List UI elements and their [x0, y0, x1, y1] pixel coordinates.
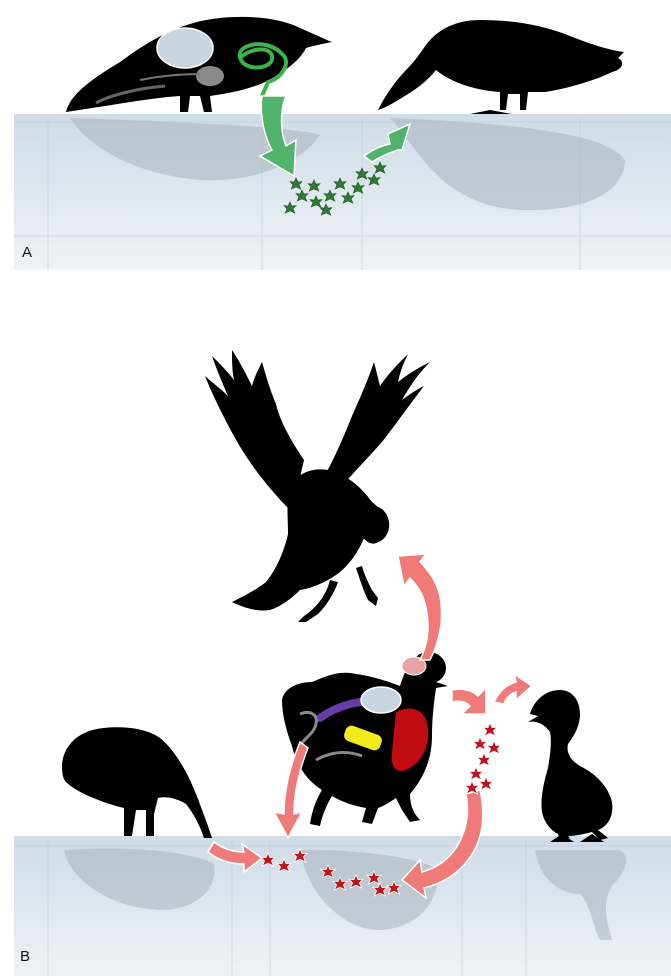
fecal-shedding-arrow-left [274, 742, 308, 838]
panel-label-a: A [22, 244, 32, 261]
respiratory-shedding-arrow-2 [494, 674, 532, 704]
standing-duck-silhouette [528, 690, 612, 842]
air-sac-organ [157, 28, 213, 68]
eagle-silhouette [205, 350, 430, 622]
panel-a-diagram [0, 0, 671, 270]
respiratory-shedding-arrow-1 [452, 688, 486, 714]
grazing-goose-silhouette [66, 17, 332, 112]
infected-duck-silhouette [282, 652, 448, 826]
grazing-goose-silhouette [62, 727, 212, 838]
panel-label-b: B [20, 948, 30, 965]
panel-a-fecal-oral-transmission: A [0, 0, 671, 270]
panel-b-multi-route-transmission: B [0, 290, 671, 976]
feeding-duck-silhouette [378, 20, 624, 114]
panel-b-diagram [0, 290, 671, 976]
virus-particles-airborne [465, 723, 501, 794]
air-sac-organ [361, 687, 401, 713]
predation-arrow [398, 554, 442, 660]
gizzard-organ [196, 66, 224, 86]
